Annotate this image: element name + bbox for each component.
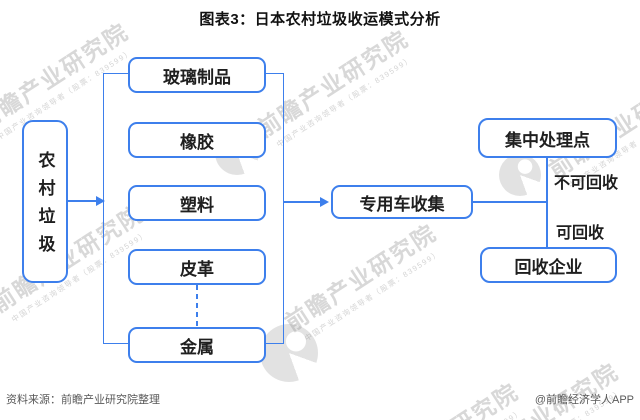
- node-label: 皮革: [180, 259, 214, 279]
- node-label: 塑料: [180, 195, 214, 215]
- credit-note: @前瞻经济学人APP: [534, 394, 634, 406]
- node-label: 农村垃圾: [35, 151, 55, 263]
- source-note: 资料来源：前瞻产业研究院整理: [6, 394, 160, 406]
- node-leather: 皮革: [128, 249, 266, 285]
- arrowhead-icon: [320, 197, 329, 207]
- node-special-vehicle-collection: 专用车收集: [331, 185, 473, 219]
- node-rural-waste: 农村垃圾: [22, 120, 68, 283]
- watermark: 前瞻产业研究院 中国产业咨询领导者（股票：839599）: [462, 358, 624, 420]
- node-label: 橡胶: [180, 132, 214, 152]
- label-recyclable: 可回收: [556, 225, 605, 242]
- node-plastic: 塑料: [128, 185, 266, 221]
- node-label: 专用车收集: [359, 194, 445, 214]
- brand-logo-icon: [499, 154, 541, 196]
- node-metal: 金属: [128, 327, 266, 363]
- node-rubber: 橡胶: [128, 122, 266, 158]
- watermark: 前瞻产业研究院 中国产业咨询领导者（股票：839599）: [280, 219, 443, 344]
- node-label: 玻璃制品: [163, 67, 231, 87]
- node-glass: 玻璃制品: [128, 57, 266, 93]
- node-central-processing: 集中处理点: [478, 118, 617, 158]
- node-label: 集中处理点: [505, 130, 590, 150]
- watermark: 前瞻产业研究院 中国产业咨询领导者（股票：839599）: [359, 373, 531, 420]
- node-label: 金属: [180, 337, 214, 357]
- node-label: 回收企业: [514, 257, 583, 277]
- page-title: 图表3：日本农村垃圾收运模式分析: [199, 11, 441, 28]
- node-recycling-enterprise: 回收企业: [480, 247, 617, 283]
- label-non-recyclable: 不可回收: [554, 175, 619, 192]
